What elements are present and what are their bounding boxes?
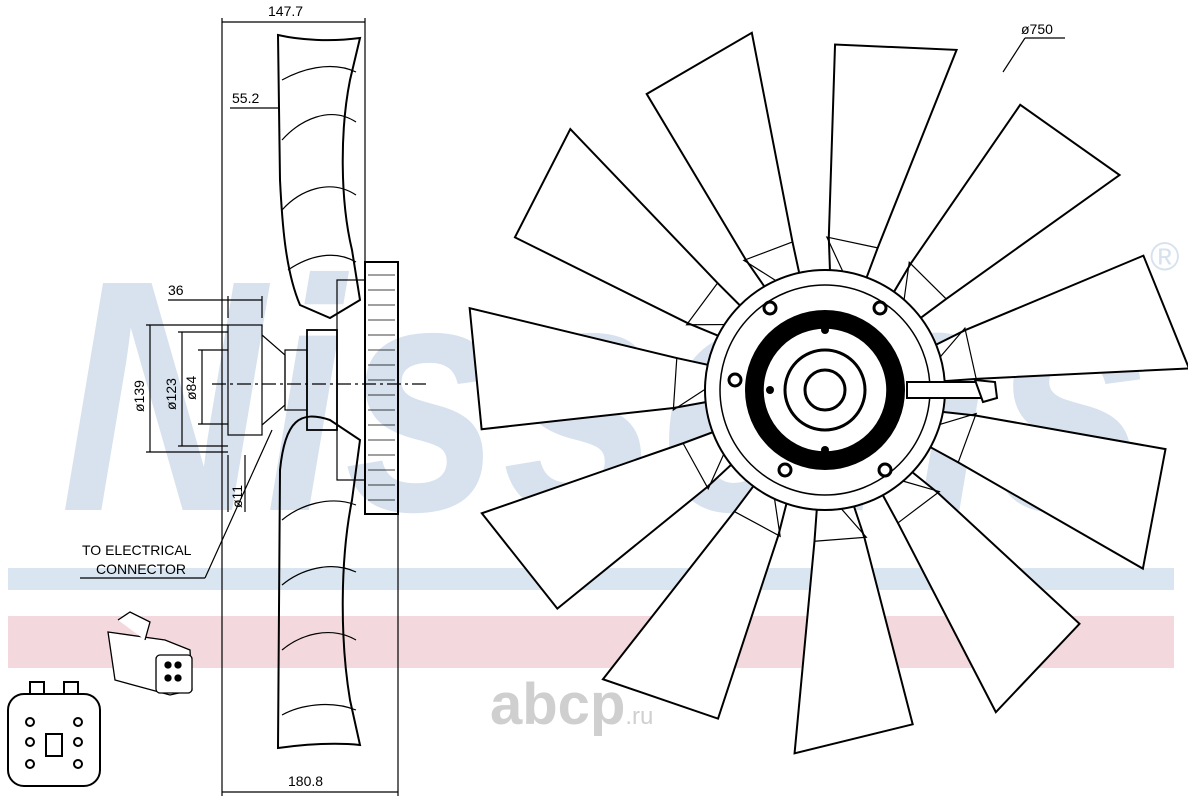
dim-d11: ø11 [229,485,245,508]
center-holes [766,326,829,454]
diameter-leader [1002,37,1065,73]
side-view [80,18,430,796]
dim-55-2: 55.2 [232,90,259,106]
side-view-labels: 147.7 180.8 55.2 36 ø139 ø123 ø84 ø11 TO… [82,3,323,789]
site-watermark: abcp.ru [490,672,653,737]
connector-label-line2: CONNECTOR [96,561,186,577]
site-main-text: abcp [490,672,625,737]
connector-3d-icon [107,611,193,696]
dim-36: 36 [168,282,184,298]
dim-147-7: 147.7 [268,3,303,19]
front-view: ø750 [468,21,1188,755]
dim-180-8: 180.8 [288,773,323,789]
connector-label-line1: TO ELECTRICAL [82,542,192,558]
registered-mark: ® [1150,235,1179,279]
site-suffix-text: .ru [625,703,653,730]
hub-center [803,368,847,412]
mounting-bolts [727,300,893,478]
connector-pinout-icon [7,681,101,787]
dim-d84: ø84 [183,376,199,400]
clutch-fins [368,274,395,501]
fan-blades [468,31,1188,755]
dim-d123: ø123 [163,378,179,410]
dim-d750: ø750 [1021,21,1053,37]
dim-d139: ø139 [131,380,147,412]
connector-arm [906,378,999,404]
